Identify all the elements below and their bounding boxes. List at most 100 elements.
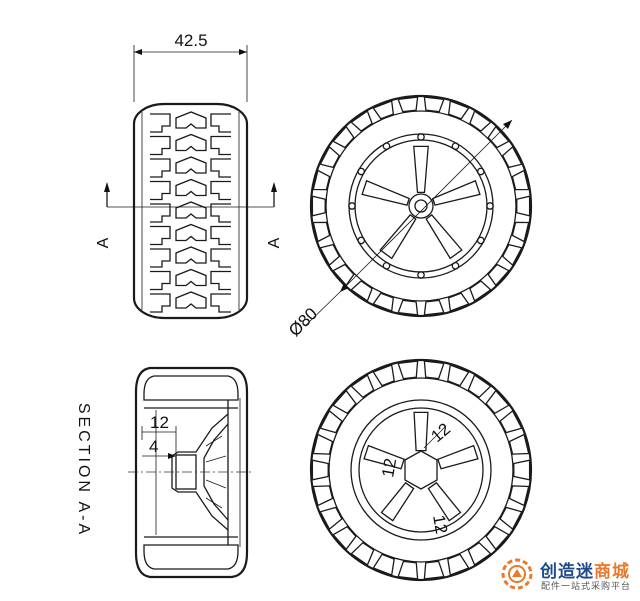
spoke xyxy=(413,145,429,194)
rim-bolt xyxy=(357,167,366,176)
section-view: 12 4 SECTION A-A xyxy=(75,366,252,579)
tread-lug xyxy=(487,125,510,149)
spoke xyxy=(427,481,462,522)
tread-lug xyxy=(332,389,357,415)
rim-bolt xyxy=(348,202,356,210)
tread-lug xyxy=(312,169,331,191)
tread-lug xyxy=(350,280,373,302)
tread-block xyxy=(175,111,207,129)
dim-hub-left: 12 xyxy=(378,457,400,479)
dim-section-offset: 4 xyxy=(149,437,158,456)
tread-lug xyxy=(319,506,343,531)
tread-lug xyxy=(469,110,492,132)
tread-block xyxy=(175,223,207,242)
section-label: SECTION A-A xyxy=(75,403,92,537)
tread-lug xyxy=(467,374,492,399)
tread-lug xyxy=(485,389,510,415)
section-marker-left: A xyxy=(95,237,112,248)
tread-block xyxy=(150,225,171,246)
tread-lug xyxy=(350,110,373,132)
tread-lug xyxy=(311,459,329,481)
tread-block xyxy=(175,201,207,219)
tread-block xyxy=(150,270,171,291)
tread-block xyxy=(210,158,231,178)
tread-lug xyxy=(423,299,445,316)
tread-block xyxy=(210,180,231,201)
dim-tire-diameter: Ø80 xyxy=(285,304,321,340)
tread-lug xyxy=(397,560,419,580)
front-view: 42.5 A A xyxy=(95,31,283,320)
tread-lug xyxy=(319,243,341,267)
tread-lug xyxy=(319,409,343,434)
tread-block xyxy=(210,248,231,268)
tread-block xyxy=(210,270,231,291)
tread-lug xyxy=(501,145,523,169)
spoke xyxy=(363,444,405,470)
spoke xyxy=(379,214,417,260)
brand-logo-icon xyxy=(501,558,533,590)
tread-lug xyxy=(397,299,419,316)
tread-lug xyxy=(350,541,375,566)
rim-bolt xyxy=(476,236,485,245)
tread-lug xyxy=(372,292,395,312)
tread-lug xyxy=(372,553,395,576)
side-tread-lugs xyxy=(311,96,531,316)
tread-lug xyxy=(447,292,470,312)
tread-lug xyxy=(499,409,523,434)
tread-block xyxy=(150,113,171,133)
tread-lug xyxy=(372,100,395,120)
rear-wheel-spokes xyxy=(363,411,479,522)
tread-lug xyxy=(397,360,419,380)
tread-block xyxy=(175,291,207,309)
section-marker-right: A xyxy=(266,237,283,248)
tread-lug xyxy=(513,459,531,481)
tread-lug xyxy=(332,525,357,551)
tread-block xyxy=(150,180,171,201)
tread-lug xyxy=(312,221,331,243)
watermark-logo: 创造迷商城 配件一站式采购平台 xyxy=(500,555,636,595)
tread-block xyxy=(150,248,171,268)
tread-lug xyxy=(332,263,355,287)
tread-block xyxy=(175,156,207,174)
tread-lug xyxy=(423,560,445,580)
spoke xyxy=(413,411,429,452)
tread-lug xyxy=(485,525,510,551)
tread-lug xyxy=(467,541,492,566)
tread-lug xyxy=(423,96,445,113)
tread-lug xyxy=(516,195,531,217)
spoke xyxy=(425,214,463,260)
side-view: Ø80 xyxy=(285,94,533,340)
tread-block xyxy=(210,113,231,133)
spoke xyxy=(431,179,481,206)
tread-lug xyxy=(447,100,470,120)
tread-lug xyxy=(511,221,530,243)
tread-block xyxy=(150,293,171,313)
tread-block xyxy=(150,203,171,223)
tread-lug xyxy=(311,195,326,217)
dim-section-depth: 12 xyxy=(150,413,169,432)
tread-block xyxy=(150,158,171,178)
rim-bolt xyxy=(417,271,425,279)
rim-bolt xyxy=(417,133,425,141)
tread-lug xyxy=(487,263,510,287)
rim-bolt xyxy=(382,261,391,270)
tread-lug xyxy=(372,364,395,387)
tread-block xyxy=(210,135,231,156)
rim-bolt xyxy=(451,261,460,270)
tread-block xyxy=(175,178,207,197)
tread-lug xyxy=(447,553,470,576)
tread-lug xyxy=(397,96,419,113)
rim-bolt xyxy=(486,202,494,210)
rear-tread-lugs xyxy=(311,360,531,580)
tread-lug xyxy=(499,506,523,531)
rim-bolt xyxy=(357,236,366,245)
dim-hub-right: 12 xyxy=(429,513,451,535)
rim-bolts xyxy=(348,133,494,279)
rim-bolt xyxy=(451,142,460,151)
tread-block xyxy=(210,225,231,246)
tread-block xyxy=(175,246,207,264)
brand-name: 创造迷商城 xyxy=(540,562,630,581)
tread-lug xyxy=(312,433,334,455)
tread-lug xyxy=(423,360,445,380)
